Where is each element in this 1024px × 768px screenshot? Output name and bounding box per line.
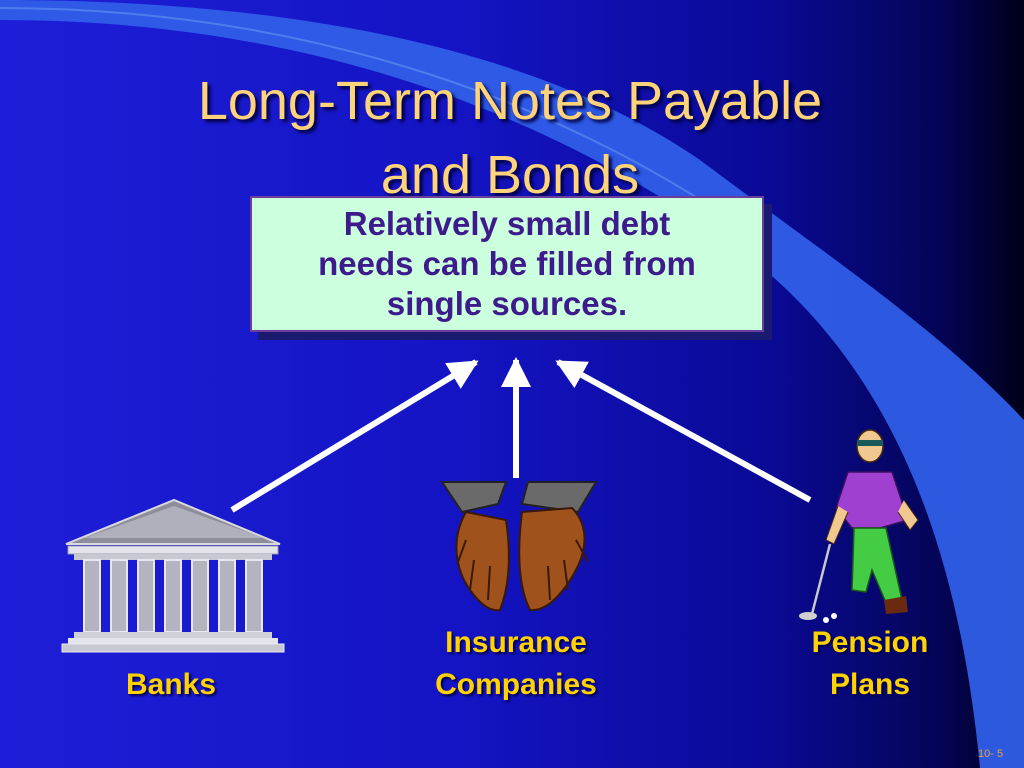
callout-box: Relatively small debt needs can be fille… [250, 196, 764, 332]
label-pension-plans: Pension Plans [780, 622, 960, 706]
slide-title: Long-Term Notes Payable and Bonds [60, 64, 960, 212]
arrow-banks [230, 359, 479, 513]
page-number: 10- 5 [978, 748, 1004, 760]
label-pension-line-1: Pension [811, 626, 929, 659]
label-insurance-companies: Insurance Companies [406, 622, 626, 706]
label-pension-line-2: Plans [829, 668, 911, 701]
label-insurance-line-2: Companies [435, 668, 597, 701]
title-line-2: and Bonds [380, 145, 640, 205]
bank-building-icon [61, 498, 285, 653]
label-banks-line-1: Banks [125, 668, 217, 701]
label-banks: Banks [96, 664, 246, 706]
callout-line-1: Relatively small debt [343, 205, 671, 242]
background-swoosh-outline [0, 7, 761, 241]
callout-line-2: needs can be filled from [318, 245, 696, 282]
golfer-icon [799, 429, 919, 623]
arrow-pension [555, 359, 812, 503]
open-hands-icon [440, 481, 598, 612]
callout-line-3: single sources. [386, 285, 628, 322]
label-insurance-line-1: Insurance [445, 626, 587, 659]
title-line-1: Long-Term Notes Payable [197, 71, 823, 131]
